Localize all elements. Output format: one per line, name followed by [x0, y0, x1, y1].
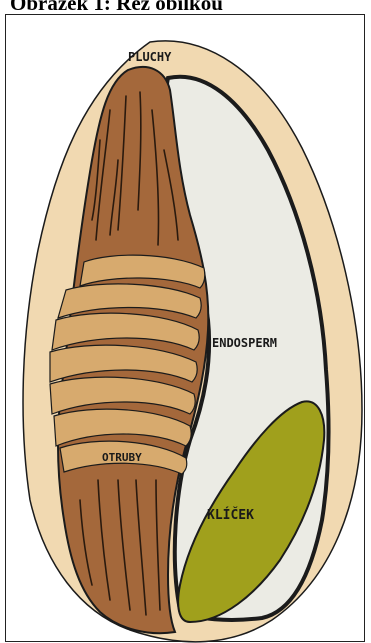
- endosperm-label: ENDOSPERM: [212, 336, 277, 350]
- husk-label: PLUCHY: [128, 50, 172, 64]
- germ-label: KLÍČEK: [207, 507, 254, 523]
- bran-label: OTRUBY: [102, 451, 142, 464]
